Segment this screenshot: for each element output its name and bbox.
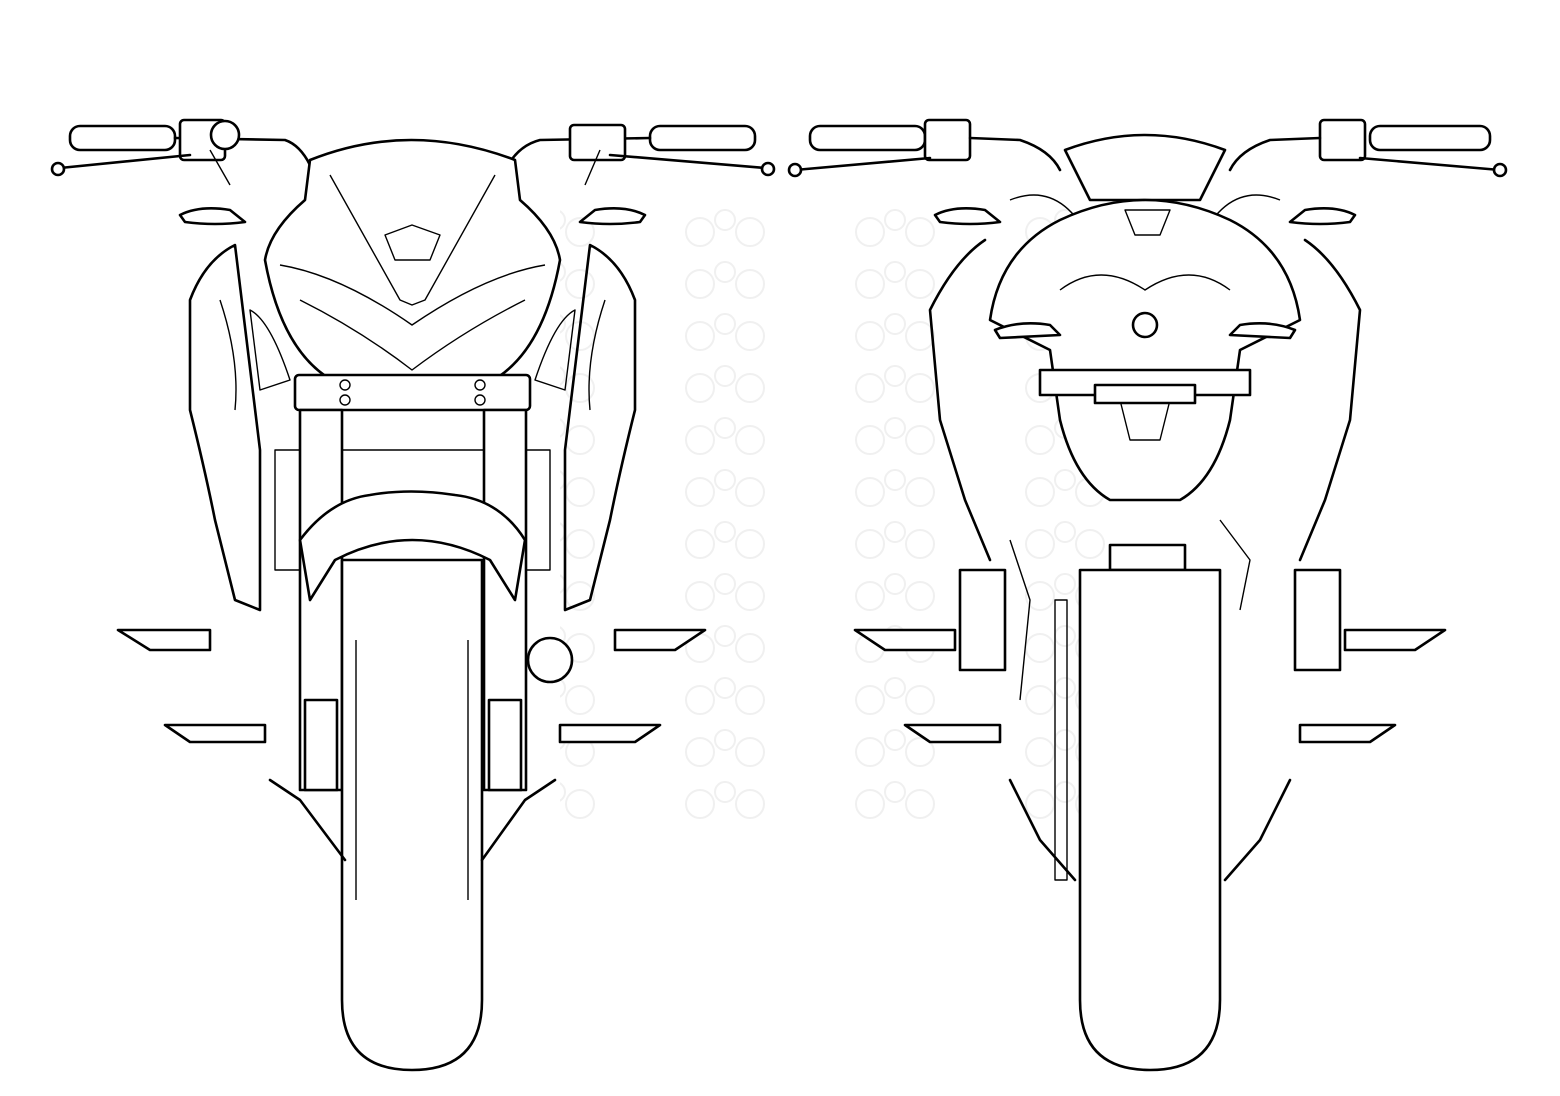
front-view — [50, 118, 776, 1072]
rear-chain-suspension — [958, 519, 1342, 881]
front-engine-guard — [268, 636, 574, 862]
front-footpegs — [116, 628, 707, 744]
rear-tire — [1078, 543, 1222, 1072]
rear-indicators — [933, 207, 1357, 226]
front-fairing — [188, 243, 637, 612]
front-mirrors-indicators — [178, 207, 647, 226]
rear-tank-body — [928, 133, 1362, 562]
front-headlight-cowl — [263, 138, 562, 392]
front-handlebar — [50, 118, 776, 186]
rear-view — [787, 118, 1508, 1072]
rear-tail-light-plate-holder — [993, 311, 1297, 405]
rear-handlebar — [787, 118, 1508, 178]
rear-footpegs — [853, 628, 1447, 744]
front-tire — [340, 558, 484, 1072]
rear-exhaust-lower — [1008, 778, 1292, 882]
front-fender — [298, 490, 527, 602]
front-forks — [298, 408, 528, 792]
